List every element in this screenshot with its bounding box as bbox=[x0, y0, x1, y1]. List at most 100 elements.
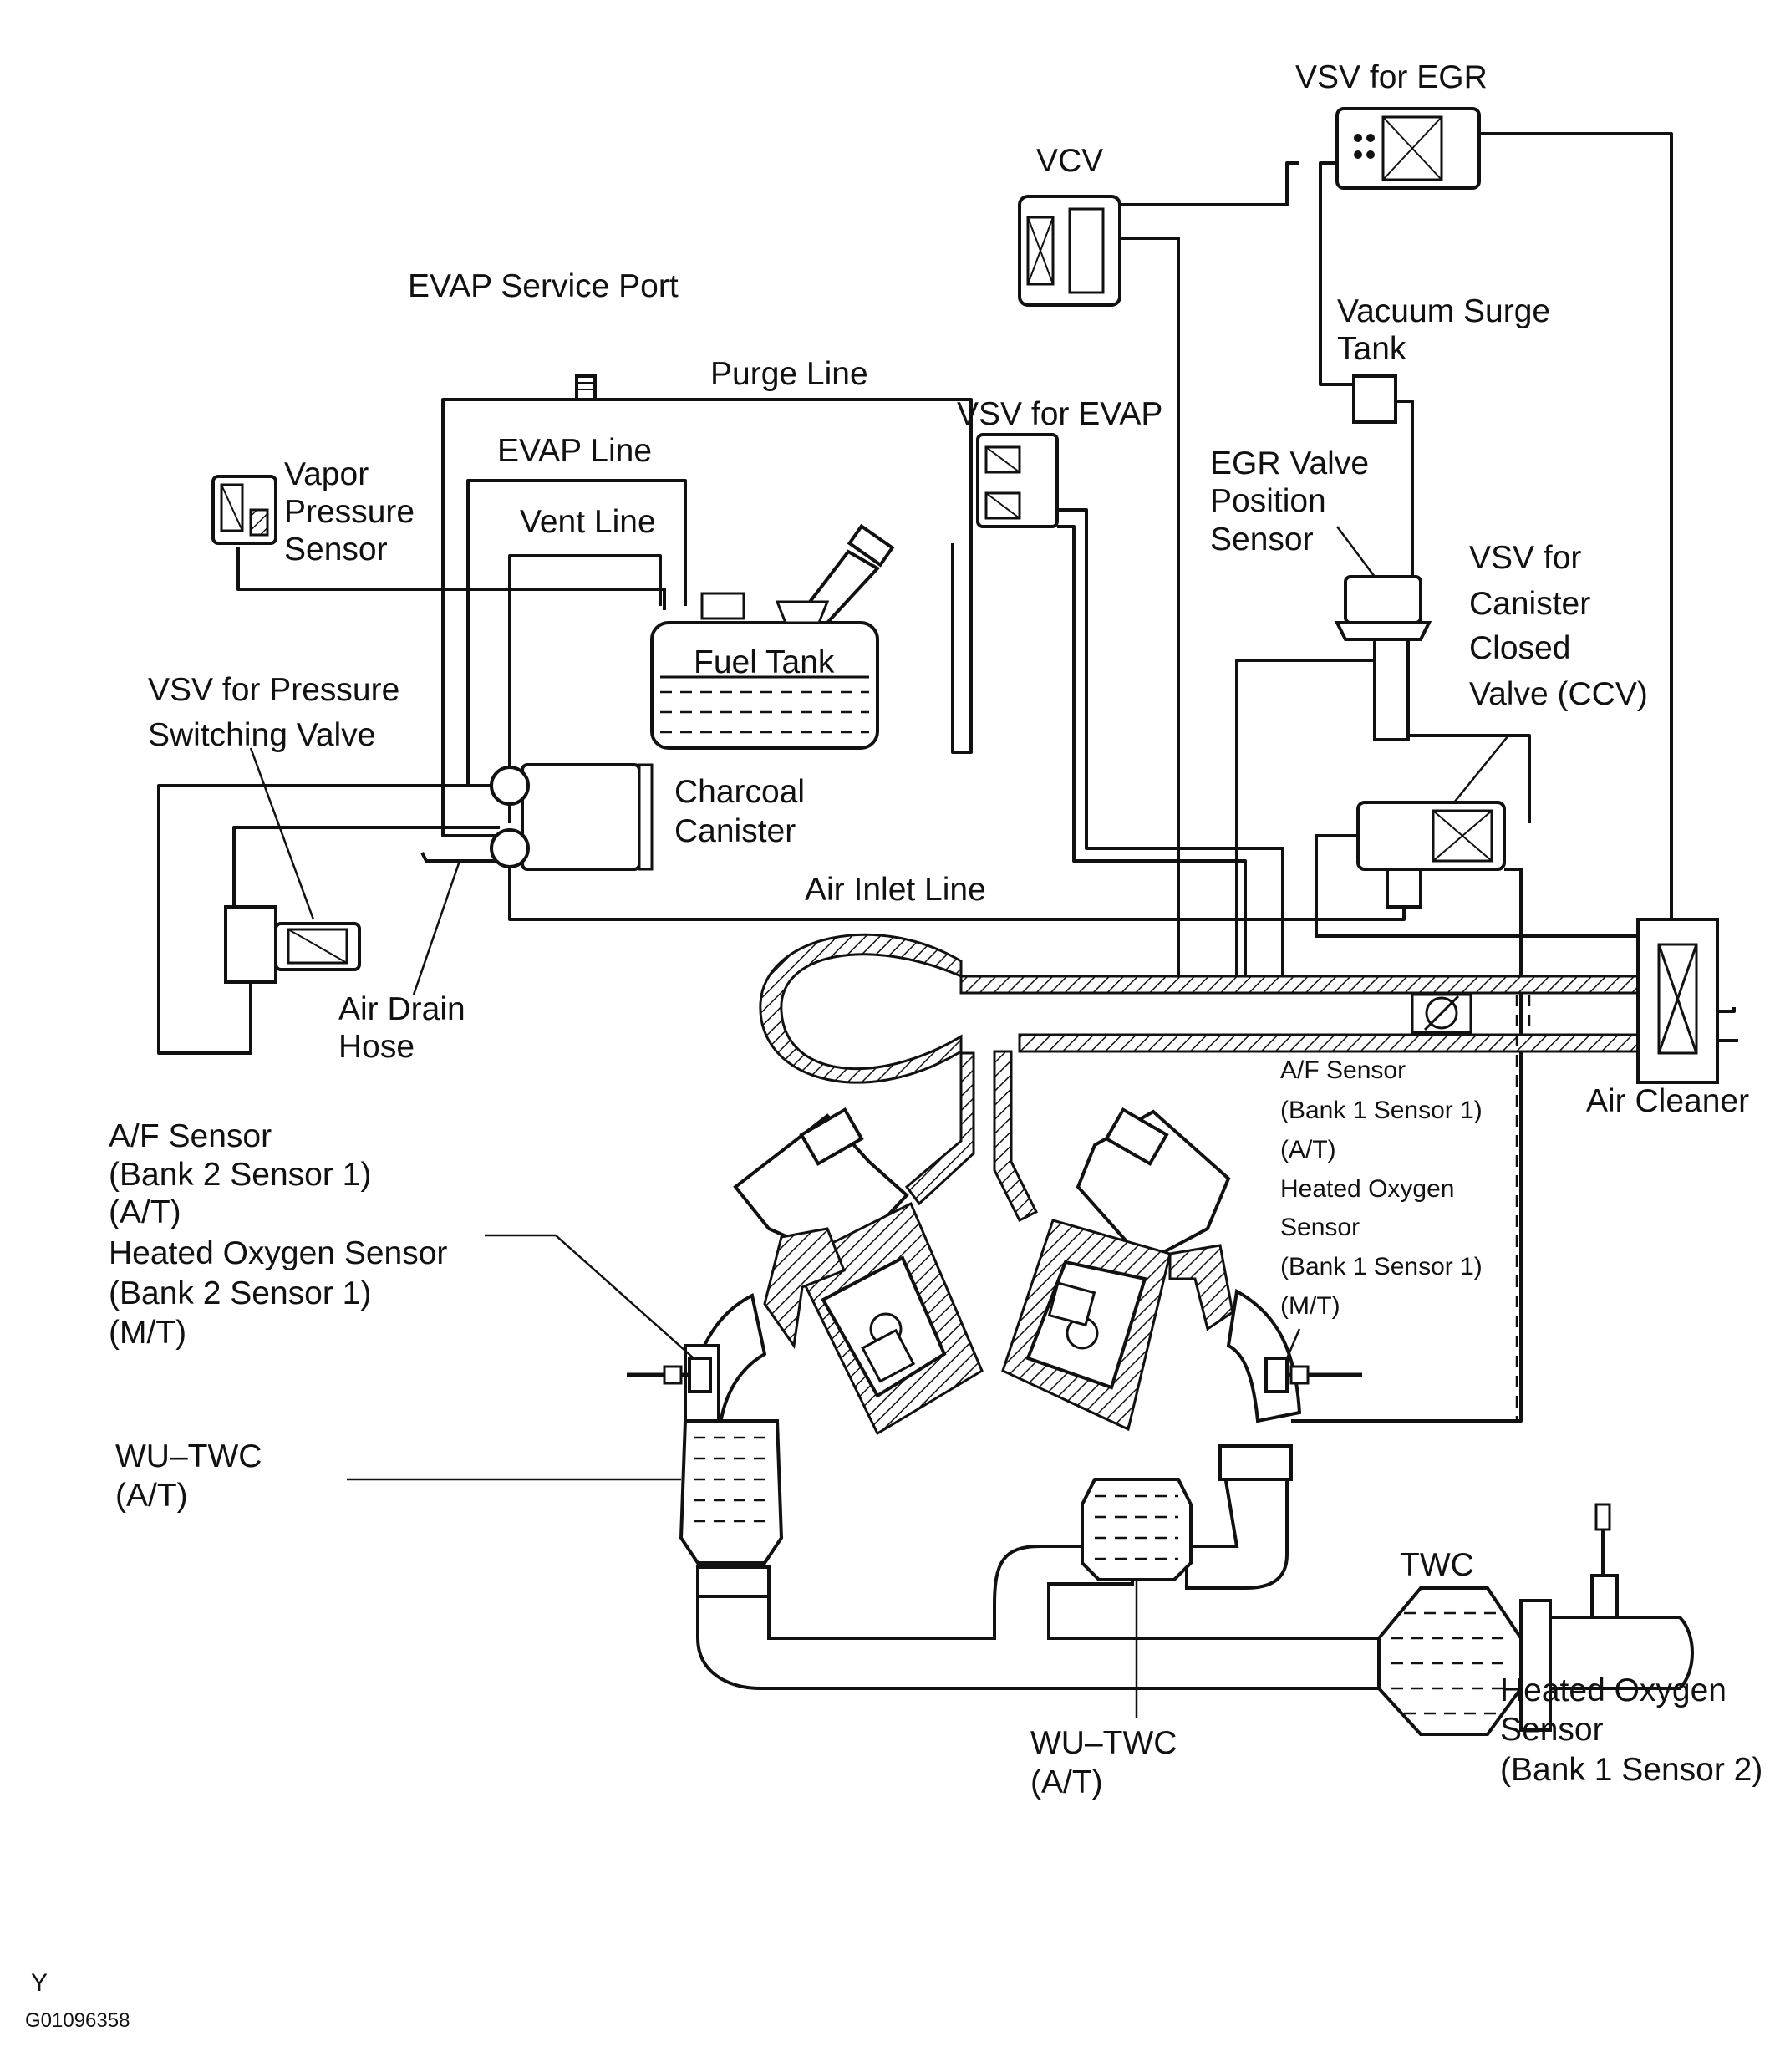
label-egr-valve-position-sensor-1: EGR Valve bbox=[1210, 445, 1369, 481]
cylinder-head-left bbox=[733, 1113, 909, 1265]
fuel-tank bbox=[650, 523, 895, 750]
label-air-cleaner: Air Cleaner bbox=[1586, 1083, 1749, 1119]
engine-v-block bbox=[683, 1050, 1302, 1449]
wu-twc-center-mesh bbox=[1095, 1494, 1178, 1560]
label-af-bank2-4: Heated Oxygen Sensor bbox=[109, 1235, 447, 1271]
label-charcoal-canister-1: Charcoal bbox=[674, 774, 805, 810]
label-wu-twc-left-2: (A/T) bbox=[115, 1478, 188, 1514]
label-egr-valve-position-sensor-3: Sensor bbox=[1210, 522, 1314, 557]
pressure-switching-line-upper bbox=[157, 784, 500, 1055]
label-vacuum-surge-tank-1: Vacuum Surge bbox=[1337, 293, 1550, 329]
label-vent-line: Vent Line bbox=[520, 504, 656, 540]
label-vapor-pressure-sensor-3: Sensor bbox=[284, 532, 388, 568]
label-af-bank1-1: A/F Sensor bbox=[1280, 1056, 1406, 1084]
label-af-bank2-5: (Bank 2 Sensor 1) bbox=[109, 1275, 371, 1311]
vcv-to-intake bbox=[1120, 237, 1180, 982]
label-af-bank2-3: (A/T) bbox=[109, 1194, 181, 1230]
intake-runner-left bbox=[904, 1051, 975, 1206]
tail-pipe bbox=[1549, 1616, 1694, 1690]
footer-code: Y bbox=[31, 1969, 48, 1997]
intake-pipe-lower bbox=[1018, 1033, 1640, 1053]
ccv-to-intake bbox=[1315, 834, 1638, 938]
label-vsv-pressure-switching-2: Switching Valve bbox=[148, 717, 375, 753]
pressure-switching-line-lower bbox=[232, 826, 500, 915]
vsv-evap-to-intake-2 bbox=[1057, 525, 1247, 982]
label-air-inlet-line: Air Inlet Line bbox=[805, 872, 986, 908]
intake-plenum-loop bbox=[759, 933, 963, 1084]
label-vsv-ccv-3: Closed bbox=[1469, 630, 1570, 666]
af-sensor-bank1 bbox=[1264, 1357, 1362, 1393]
exhaust-y-pipe bbox=[696, 1545, 1381, 1690]
surge-tank-to-egr-valve bbox=[1396, 400, 1414, 577]
label-twc: TWC bbox=[1400, 1547, 1474, 1583]
labels: VSV for EGR VCV EVAP Service Port Purge … bbox=[25, 59, 1762, 2032]
label-vcv: VCV bbox=[1036, 143, 1103, 179]
label-fuel-tank: Fuel Tank bbox=[694, 644, 835, 680]
label-af-bank1-7: (M/T) bbox=[1280, 1292, 1340, 1320]
label-vsv-ccv-4: Valve (CCV) bbox=[1469, 676, 1648, 712]
label-heated-oxygen-b1s2-2: Sensor bbox=[1500, 1712, 1604, 1748]
label-charcoal-canister-2: Canister bbox=[674, 813, 796, 849]
charcoal-canister bbox=[490, 763, 654, 871]
heated-oxygen-sensor-b1s2 bbox=[1590, 1574, 1619, 1619]
label-af-bank2-2: (Bank 2 Sensor 1) bbox=[109, 1157, 371, 1193]
vsv-egr-to-air-cleaner bbox=[1479, 132, 1673, 919]
footer-id: G01096358 bbox=[25, 2009, 130, 2032]
egr-valve-to-ccv bbox=[1235, 659, 1387, 978]
label-vacuum-surge-tank-2: Tank bbox=[1337, 331, 1406, 367]
label-wu-twc-left-1: WU–TWC bbox=[115, 1438, 262, 1474]
egr-valve-down bbox=[1396, 734, 1531, 823]
label-af-bank1-5: Sensor bbox=[1280, 1214, 1360, 1241]
purge-line bbox=[441, 398, 973, 837]
label-af-bank1-3: (A/T) bbox=[1280, 1136, 1336, 1163]
vsv-evap-to-intake bbox=[1057, 508, 1284, 982]
vcv bbox=[1018, 195, 1121, 307]
label-egr-valve-position-sensor-2: Position bbox=[1210, 483, 1326, 519]
label-vsv-ccv-1: VSV for bbox=[1469, 540, 1581, 576]
label-air-drain-hose-1: Air Drain bbox=[338, 991, 465, 1027]
label-vapor-pressure-sensor-1: Vapor bbox=[284, 456, 369, 492]
label-air-drain-hose-2: Hose bbox=[338, 1029, 415, 1065]
leader-lines bbox=[249, 526, 1509, 1718]
label-af-bank2-1: A/F Sensor bbox=[109, 1118, 272, 1154]
label-af-bank1-6: (Bank 1 Sensor 1) bbox=[1280, 1253, 1483, 1280]
ccv-outlet bbox=[1291, 868, 1523, 1423]
air-drain-hose-line bbox=[420, 852, 500, 863]
vsv-ccv bbox=[1356, 801, 1506, 909]
label-vapor-pressure-sensor-2: Pressure bbox=[284, 494, 415, 530]
label-vsv-for-evap: VSV for EVAP bbox=[957, 396, 1162, 432]
exhaust-system bbox=[627, 1344, 1694, 1736]
label-vsv-for-egr: VSV for EGR bbox=[1295, 59, 1488, 95]
label-wu-twc-bottom-2: (A/T) bbox=[1030, 1764, 1103, 1800]
hose-network bbox=[157, 132, 1673, 1423]
vsv-for-egr bbox=[1335, 107, 1481, 190]
label-evap-line: EVAP Line bbox=[497, 433, 652, 469]
label-af-bank2-6: (M/T) bbox=[109, 1315, 186, 1351]
label-heated-oxygen-b1s2-3: (Bank 1 Sensor 2) bbox=[1500, 1752, 1762, 1788]
vapor-pressure-sensor bbox=[211, 475, 277, 545]
label-purge-line: Purge Line bbox=[710, 356, 868, 392]
evap-service-port bbox=[575, 374, 597, 401]
label-evap-service-port: EVAP Service Port bbox=[408, 268, 679, 304]
label-af-bank1-2: (Bank 1 Sensor 1) bbox=[1280, 1097, 1483, 1124]
exhaust-port-right bbox=[1168, 1244, 1234, 1331]
label-wu-twc-bottom-1: WU–TWC bbox=[1030, 1725, 1177, 1761]
vsv-for-evap bbox=[976, 433, 1059, 528]
label-af-bank1-4: Heated Oxygen bbox=[1280, 1175, 1454, 1203]
air-cleaner bbox=[1636, 918, 1738, 1084]
wu-twc-center-body bbox=[1081, 1478, 1193, 1581]
exhaust-pipe-right bbox=[1185, 1444, 1289, 1590]
intake-duct bbox=[759, 933, 1640, 1421]
vapor-pressure-sensor-line bbox=[236, 547, 666, 610]
af-sensor-bank2 bbox=[627, 1357, 712, 1393]
label-vsv-ccv-2: Canister bbox=[1469, 586, 1590, 622]
wu-twc-left-mesh bbox=[694, 1436, 769, 1523]
twc-mesh bbox=[1391, 1611, 1508, 1715]
vent-line bbox=[508, 554, 662, 823]
vcv-to-egr-vsv bbox=[1120, 161, 1299, 206]
intake-pipe-upper bbox=[959, 975, 1640, 995]
vacuum-surge-tank bbox=[1352, 374, 1397, 424]
vsv-pressure-switching-valve bbox=[224, 905, 361, 984]
wu-twc-left-body bbox=[679, 1419, 784, 1565]
